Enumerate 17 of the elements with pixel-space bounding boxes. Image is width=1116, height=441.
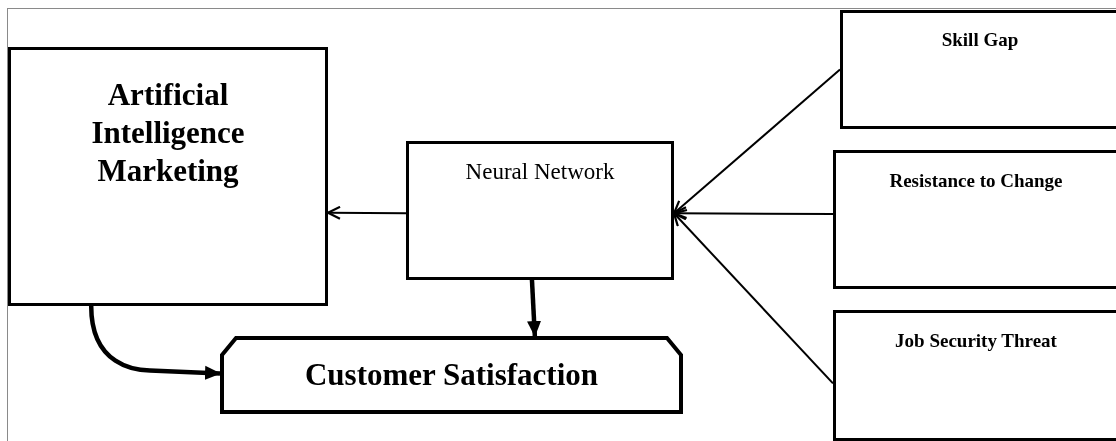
node-label: Neural Network [465, 158, 615, 186]
arrow [88, 305, 221, 380]
node-label: Customer Satisfaction [304, 356, 598, 394]
arrow [326, 205, 407, 220]
arrow [672, 68, 841, 215]
node-label: Job Security Threat [895, 329, 1057, 353]
process-box [833, 310, 1116, 441]
arrow [672, 212, 834, 385]
process-box [833, 150, 1116, 289]
process-box [840, 10, 1116, 129]
node-label: Artificial Intelligence Marketing [90, 76, 246, 190]
chamfered-box [220, 336, 683, 414]
arrow [527, 279, 542, 337]
process-box [8, 47, 328, 306]
process-box [406, 141, 674, 280]
node-label: Resistance to Change [889, 169, 1063, 193]
node-label: Skill Gap [941, 29, 1019, 52]
